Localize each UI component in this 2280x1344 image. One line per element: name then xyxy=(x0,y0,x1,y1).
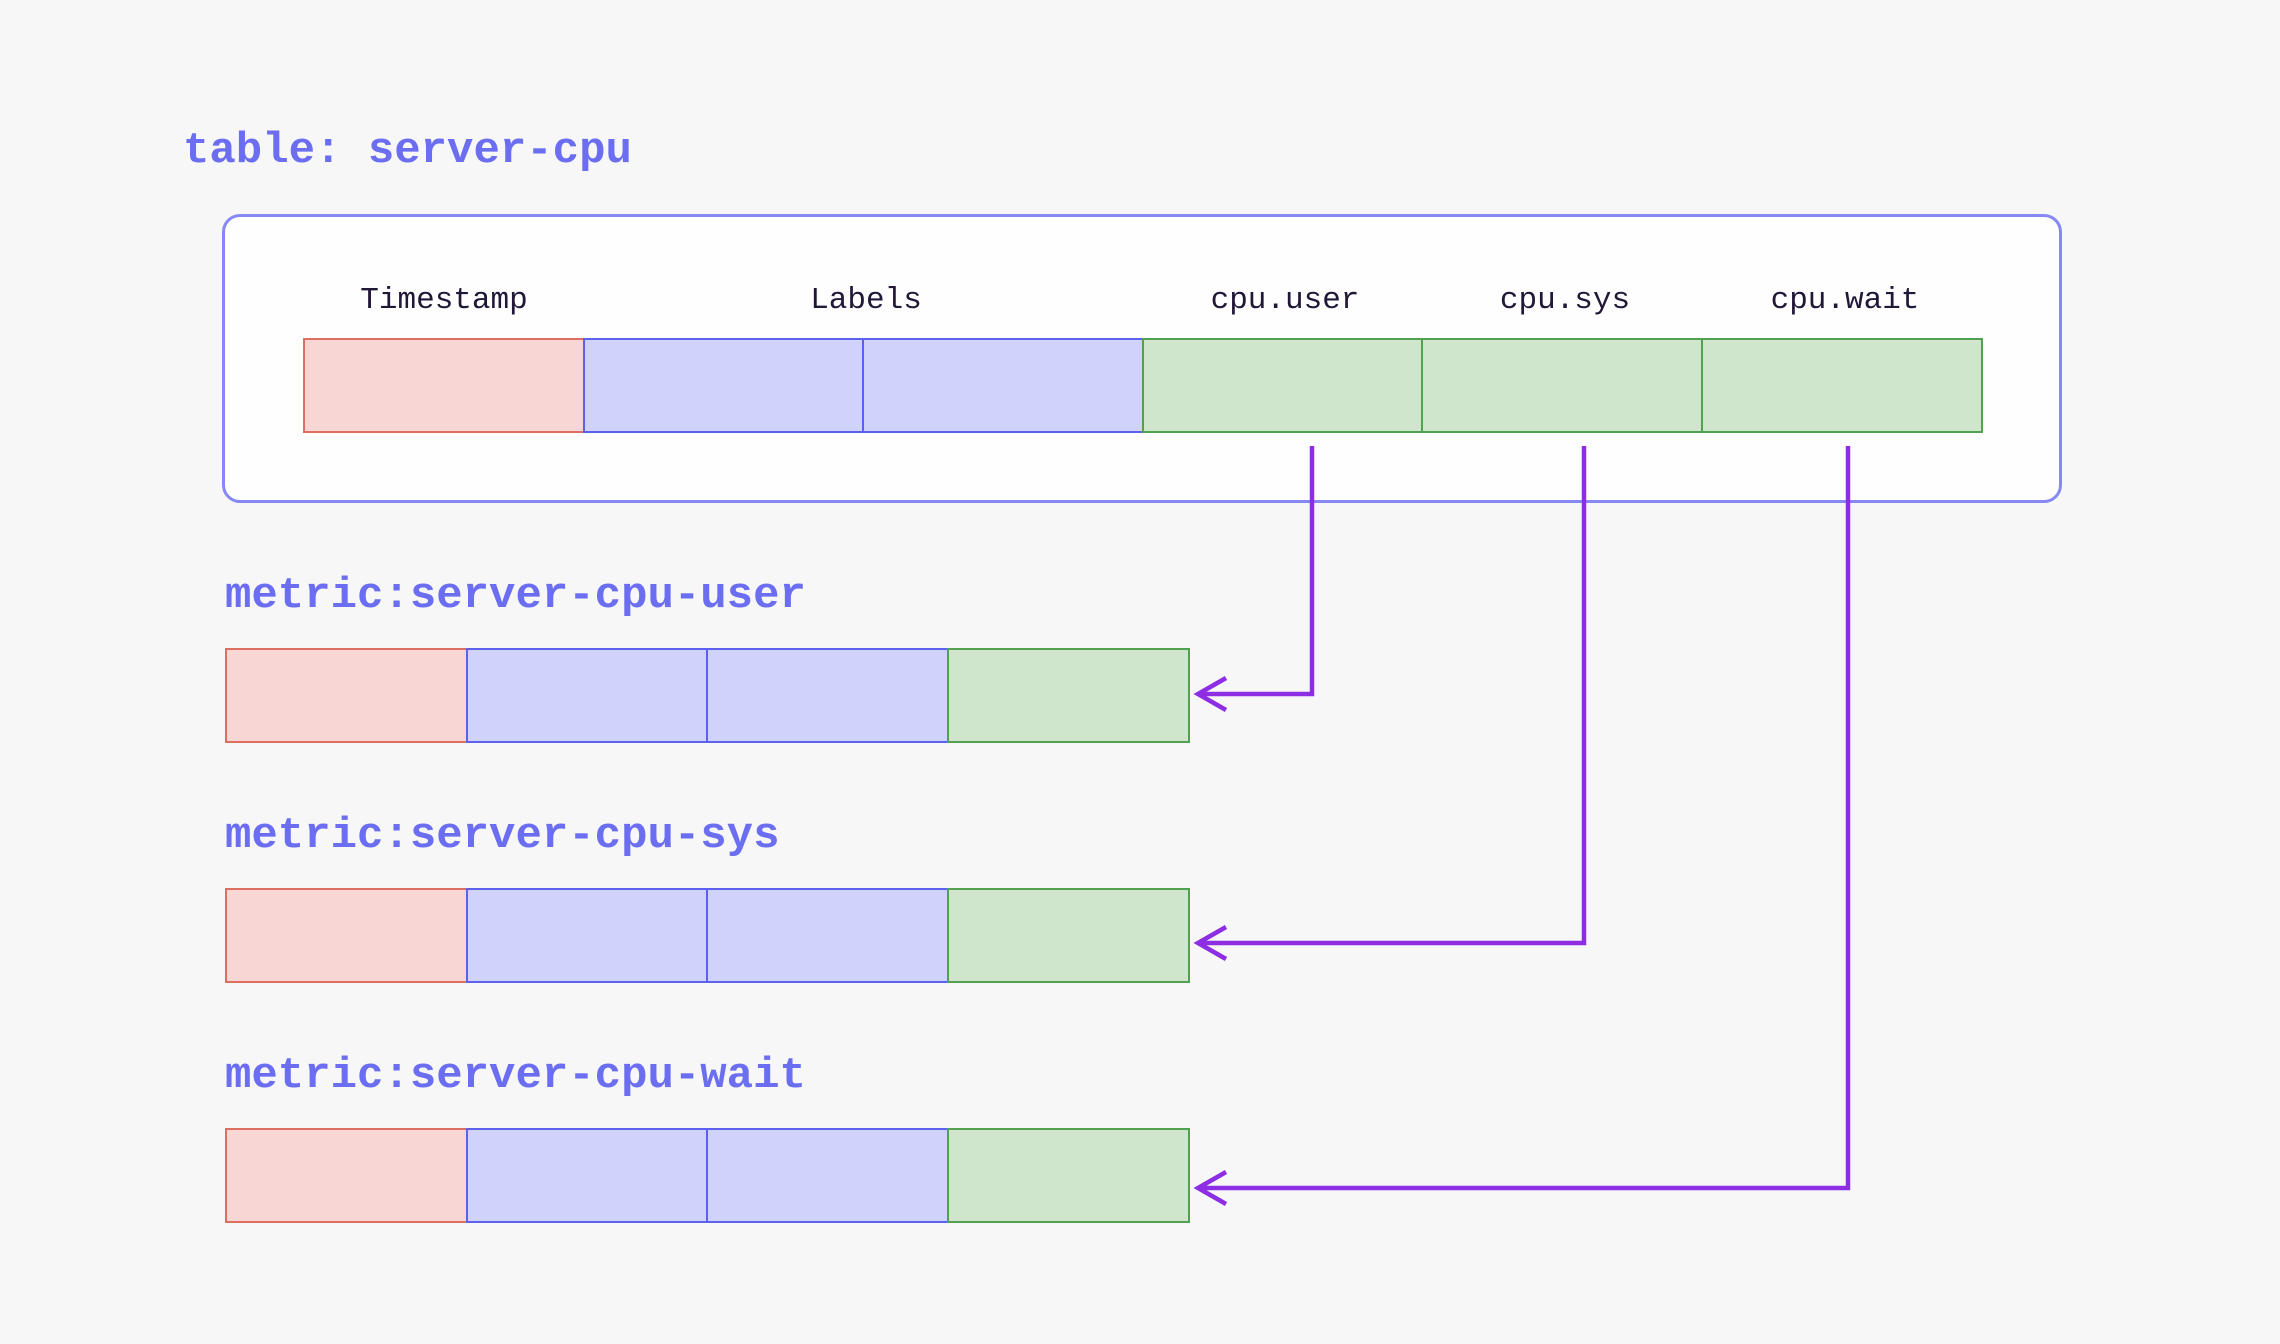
cell-field xyxy=(946,888,1190,983)
metric-row-cpu-sys xyxy=(225,888,1190,983)
column-header-cpu-wait: cpu.wait xyxy=(1770,283,1920,318)
column-header-labels: Labels xyxy=(810,283,922,318)
cell-timestamp xyxy=(225,648,468,743)
column-header-timestamp: Timestamp xyxy=(360,283,528,318)
table-title: table: server-cpu xyxy=(183,126,632,176)
cell-field xyxy=(1421,338,1703,433)
metric-row-cpu-wait xyxy=(225,1128,1190,1223)
cell-timestamp xyxy=(225,1128,468,1223)
cell-label xyxy=(465,1128,709,1223)
cell-field xyxy=(1141,338,1424,433)
cell-label xyxy=(862,338,1144,433)
metric-title-cpu-wait: metric:server-cpu-wait xyxy=(225,1051,806,1101)
metric-title-cpu-user: metric:server-cpu-user xyxy=(225,571,806,621)
cell-label xyxy=(465,888,709,983)
cell-label xyxy=(465,648,709,743)
column-header-cpu-user: cpu.user xyxy=(1210,283,1360,318)
table-row xyxy=(303,338,1983,433)
cell-timestamp xyxy=(225,888,468,983)
metric-row-cpu-user xyxy=(225,648,1190,743)
arrow-cpu-wait-to-metric xyxy=(1193,446,1851,1206)
cell-timestamp xyxy=(303,338,585,433)
cell-label xyxy=(706,1128,949,1223)
cell-label xyxy=(582,338,865,433)
column-header-cpu-sys: cpu.sys xyxy=(1499,283,1631,318)
arrow-cpu-sys-to-metric xyxy=(1193,446,1587,961)
cell-label xyxy=(706,888,949,983)
cell-field xyxy=(946,1128,1190,1223)
cell-field xyxy=(1700,338,1983,433)
metric-title-cpu-sys: metric:server-cpu-sys xyxy=(225,811,780,861)
cell-field xyxy=(946,648,1190,743)
cell-label xyxy=(706,648,949,743)
